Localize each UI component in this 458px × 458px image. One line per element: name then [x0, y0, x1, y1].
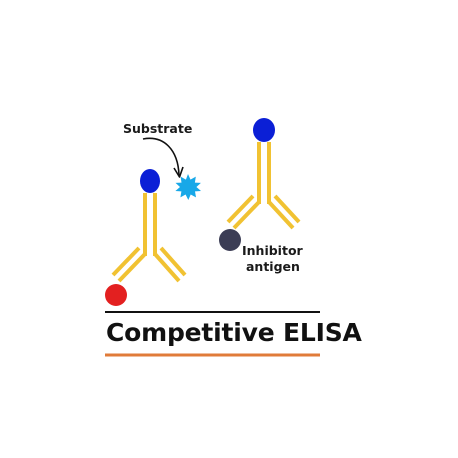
arrow-head-icon — [173, 166, 184, 178]
right-antibody-icon — [226, 142, 301, 230]
right-antibody-arm-left-b — [226, 194, 255, 224]
left-antibody-arm-right-b — [159, 246, 187, 277]
curved-arrow-icon — [142, 137, 180, 176]
left-antibody-icon — [111, 193, 187, 283]
inhibitor-label: Inhibitor — [242, 243, 303, 258]
right-antibody-arm-left-a — [232, 200, 261, 230]
inhibitor-antigen-dot — [219, 229, 241, 251]
left-antibody-arm-left-b — [111, 246, 141, 277]
antigen-label: antigen — [246, 259, 300, 274]
substrate-label: Substrate — [123, 121, 193, 136]
red-enzyme — [105, 284, 127, 306]
starburst-icon — [175, 174, 201, 200]
page-title: Competitive ELISA — [106, 318, 362, 347]
blue-enzyme-left — [140, 169, 160, 193]
right-antibody-arm-right-a — [267, 200, 295, 230]
left-antibody-arm-left-a — [117, 252, 147, 283]
left-antibody-arm-right-a — [153, 252, 181, 283]
blue-enzyme-right — [253, 118, 275, 142]
right-antibody-arm-right-b — [273, 194, 301, 224]
